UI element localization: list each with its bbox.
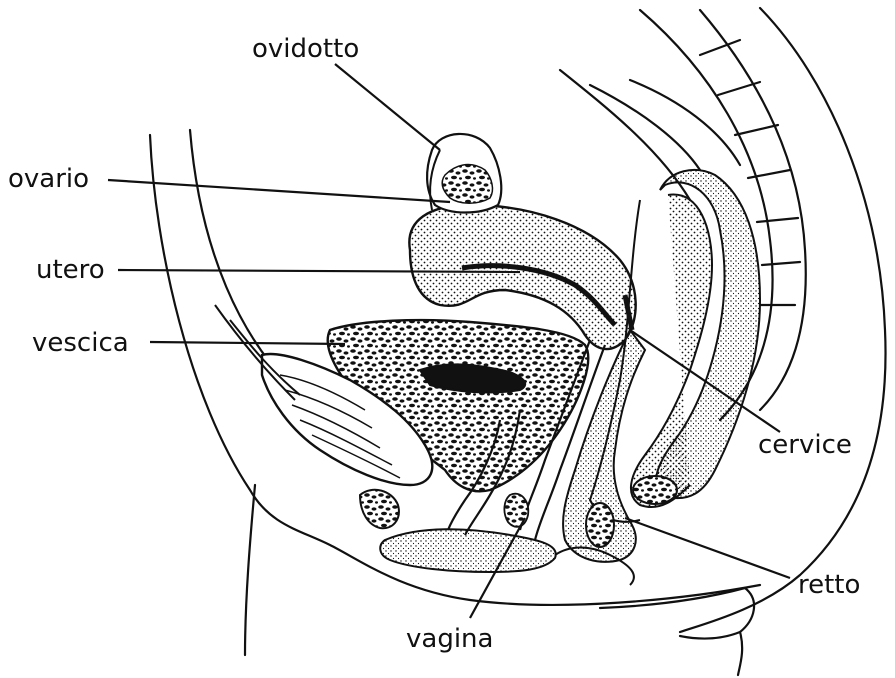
label-cervice: cervice xyxy=(758,432,852,458)
leader-ovario xyxy=(108,180,450,202)
buttock-contour xyxy=(600,588,754,639)
leader-ovidotto xyxy=(335,64,440,150)
label-utero: utero xyxy=(36,257,105,283)
leader-retto xyxy=(625,518,790,578)
label-ovario: ovario xyxy=(8,166,89,192)
label-vagina: vagina xyxy=(406,626,493,652)
perineum-shape xyxy=(380,529,556,572)
leader-vescica xyxy=(150,342,345,344)
back-contour-outer xyxy=(680,8,886,632)
label-vescica: vescica xyxy=(32,330,129,356)
label-ovidotto: ovidotto xyxy=(252,36,359,62)
label-retto: retto xyxy=(798,572,860,598)
thigh-contour xyxy=(245,485,255,655)
